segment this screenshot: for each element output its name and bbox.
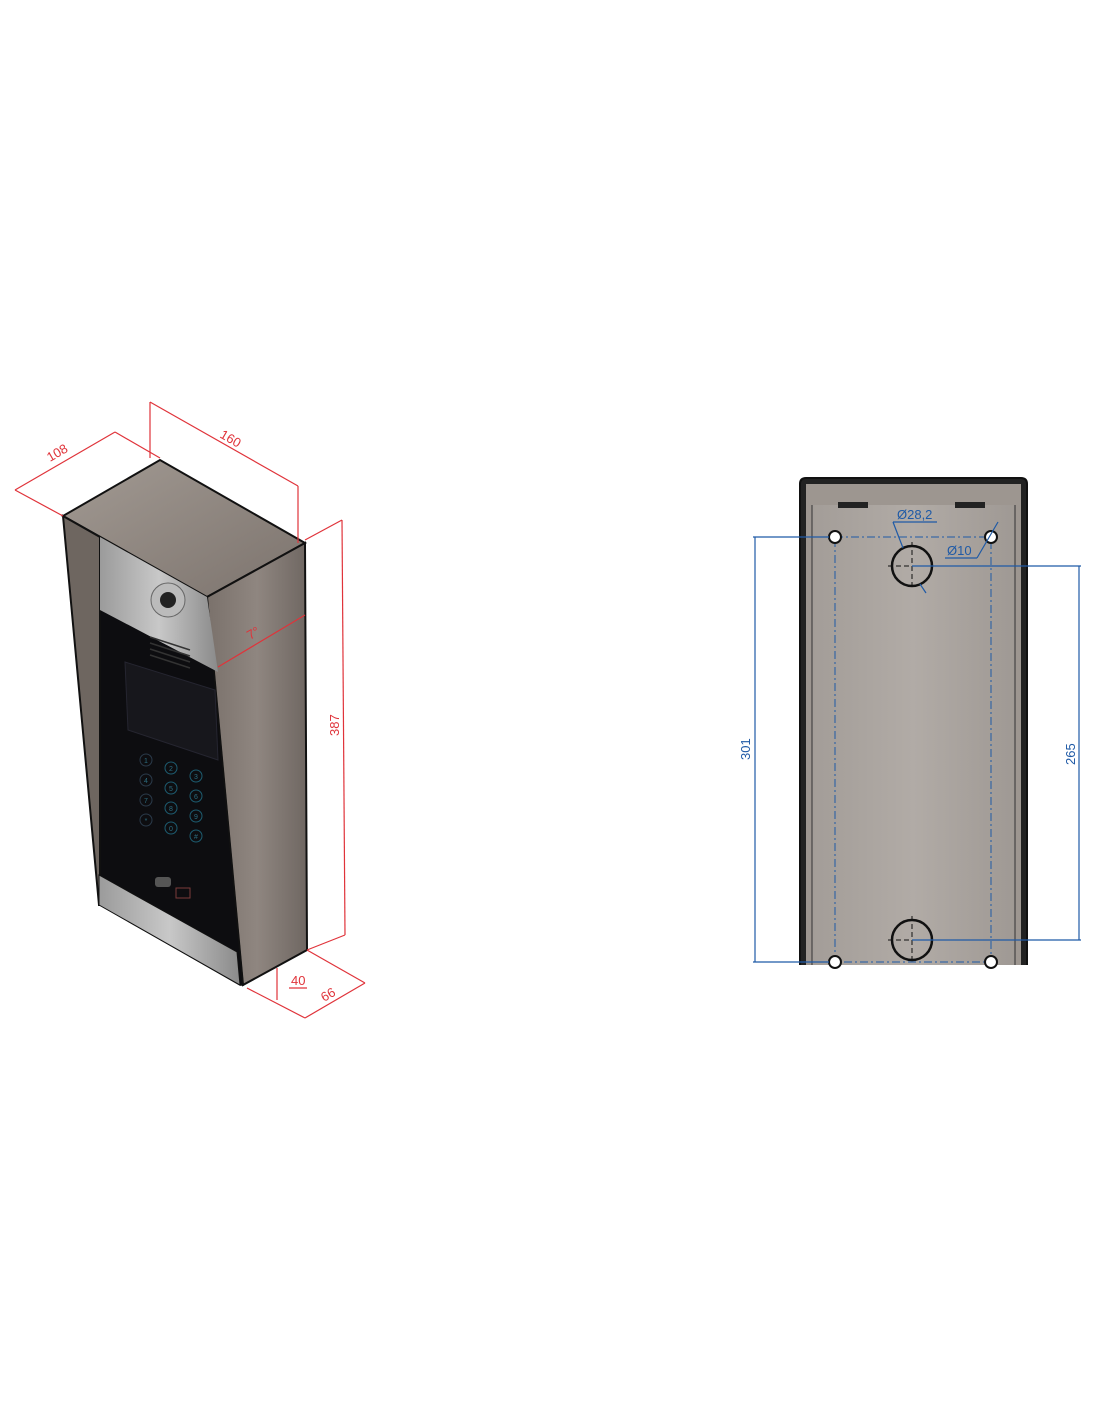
camera-lens-icon: [160, 592, 176, 608]
keypad-key: 4: [139, 773, 153, 787]
keypad-key: 5: [164, 781, 178, 795]
bottom-trim: [98, 874, 241, 986]
dim-depth-top: 108: [44, 441, 70, 465]
keypad-key-label: 3: [194, 774, 198, 781]
keypad-key-label: 4: [144, 778, 148, 785]
keypad-key: #: [189, 829, 203, 843]
keypad-key: 0: [164, 821, 178, 835]
mounting-pattern-outline: [834, 536, 992, 963]
keypad-key-label: 1: [144, 758, 148, 765]
keypad-key-label: 5: [169, 786, 173, 793]
keypad-key-label: 0: [169, 826, 173, 833]
keypad-key-label: 2: [169, 766, 173, 773]
dim-mount-hole-spacing: 301: [738, 738, 753, 760]
left-side-strip: [61, 514, 101, 906]
keypad-key: 1: [139, 753, 153, 767]
keypad-key: 9: [189, 809, 203, 823]
dim-height: 387: [327, 714, 342, 736]
rear-dimensions: [753, 521, 1081, 963]
rear-view: [799, 477, 1028, 969]
keypad-key: 2: [164, 761, 178, 775]
speaker-grille-icon: [149, 636, 191, 669]
dim-cable-hole-spacing: 265: [1063, 743, 1078, 765]
keypad-key: 6: [189, 789, 203, 803]
iso-view: 1 2 3 4 5 6 7 8 9 * 0 #: [60, 458, 309, 987]
keypad-key-label: *: [145, 818, 148, 825]
keypad: 1 2 3 4 5 6 7 8 9 * 0 #: [139, 753, 203, 843]
dim-width: 160: [218, 427, 244, 451]
keypad-key: 7: [139, 793, 153, 807]
keypad-key-label: #: [194, 834, 198, 841]
keypad-key-label: 7: [144, 798, 148, 805]
keypad-key: 3: [189, 769, 203, 783]
dim-depth-bottom: 66: [318, 984, 338, 1004]
keypad-key-label: 9: [194, 814, 198, 821]
keypad-key: *: [139, 813, 153, 827]
display-screen: [124, 661, 219, 761]
dim-large-hole-diameter: Ø28,2: [897, 507, 932, 522]
keypad-key: 8: [164, 801, 178, 815]
keypad-key-label: 6: [194, 794, 198, 801]
card-reader-icon: [155, 877, 191, 899]
keypad-key-label: 8: [169, 806, 173, 813]
dim-depth-bottom-inner: 40: [291, 973, 305, 988]
dim-small-hole-diameter: Ø10: [947, 543, 972, 558]
iso-dimensions: [14, 401, 366, 1019]
mounting-hole-icons: [828, 530, 998, 969]
